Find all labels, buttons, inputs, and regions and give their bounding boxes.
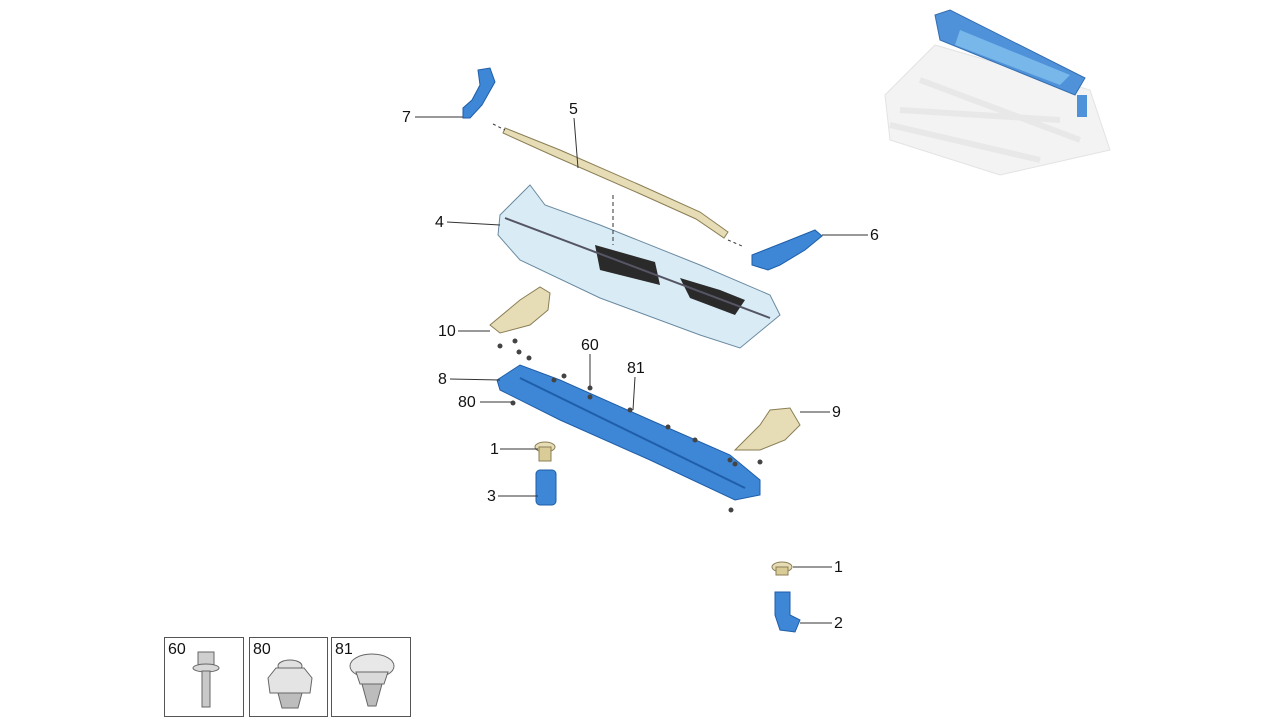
part-6-right-bracket [751,229,823,271]
overview-thumbnail [884,9,1111,176]
legend-label-80: 80 [253,641,271,658]
legend-box-80[interactable]: 80 [249,637,328,717]
part-8-support-bar [496,364,761,501]
callout-1-left: 1 [490,441,499,458]
legend-box-81[interactable]: 81 [331,637,411,717]
part-4-cowl-panel [497,184,781,349]
callout-60: 60 [581,337,599,354]
legend-box-60[interactable]: 60 [164,637,244,717]
callout-80: 80 [458,394,476,411]
part-2-drain-elbow [774,591,801,633]
legend-label-81: 81 [335,641,353,658]
callout-2: 2 [834,615,843,632]
callout-10: 10 [438,323,456,340]
callout-5: 5 [569,101,578,118]
part-9-right-cover [733,407,801,451]
callout-3: 3 [487,488,496,505]
callout-6: 6 [870,227,879,244]
leader-lines [415,116,868,624]
part-5-seal-strip [502,127,729,239]
push-clip-icon [349,653,395,707]
callout-8: 8 [438,371,447,388]
bolt-icon [192,651,220,708]
callout-4: 4 [435,214,444,231]
legend-label-60: 60 [168,641,186,658]
part-10-left-cover [489,286,551,334]
callout-9: 9 [832,404,841,421]
callout-1-right: 1 [834,559,843,576]
part-1-grommet-right [771,561,793,576]
part-1-grommet-left [534,441,556,462]
fasteners [497,338,763,513]
clip-nut-icon [267,659,313,709]
part-7-left-bracket [462,67,496,119]
callout-81: 81 [627,360,645,377]
callout-7: 7 [402,109,411,126]
part-3-drain-hose [535,469,557,506]
